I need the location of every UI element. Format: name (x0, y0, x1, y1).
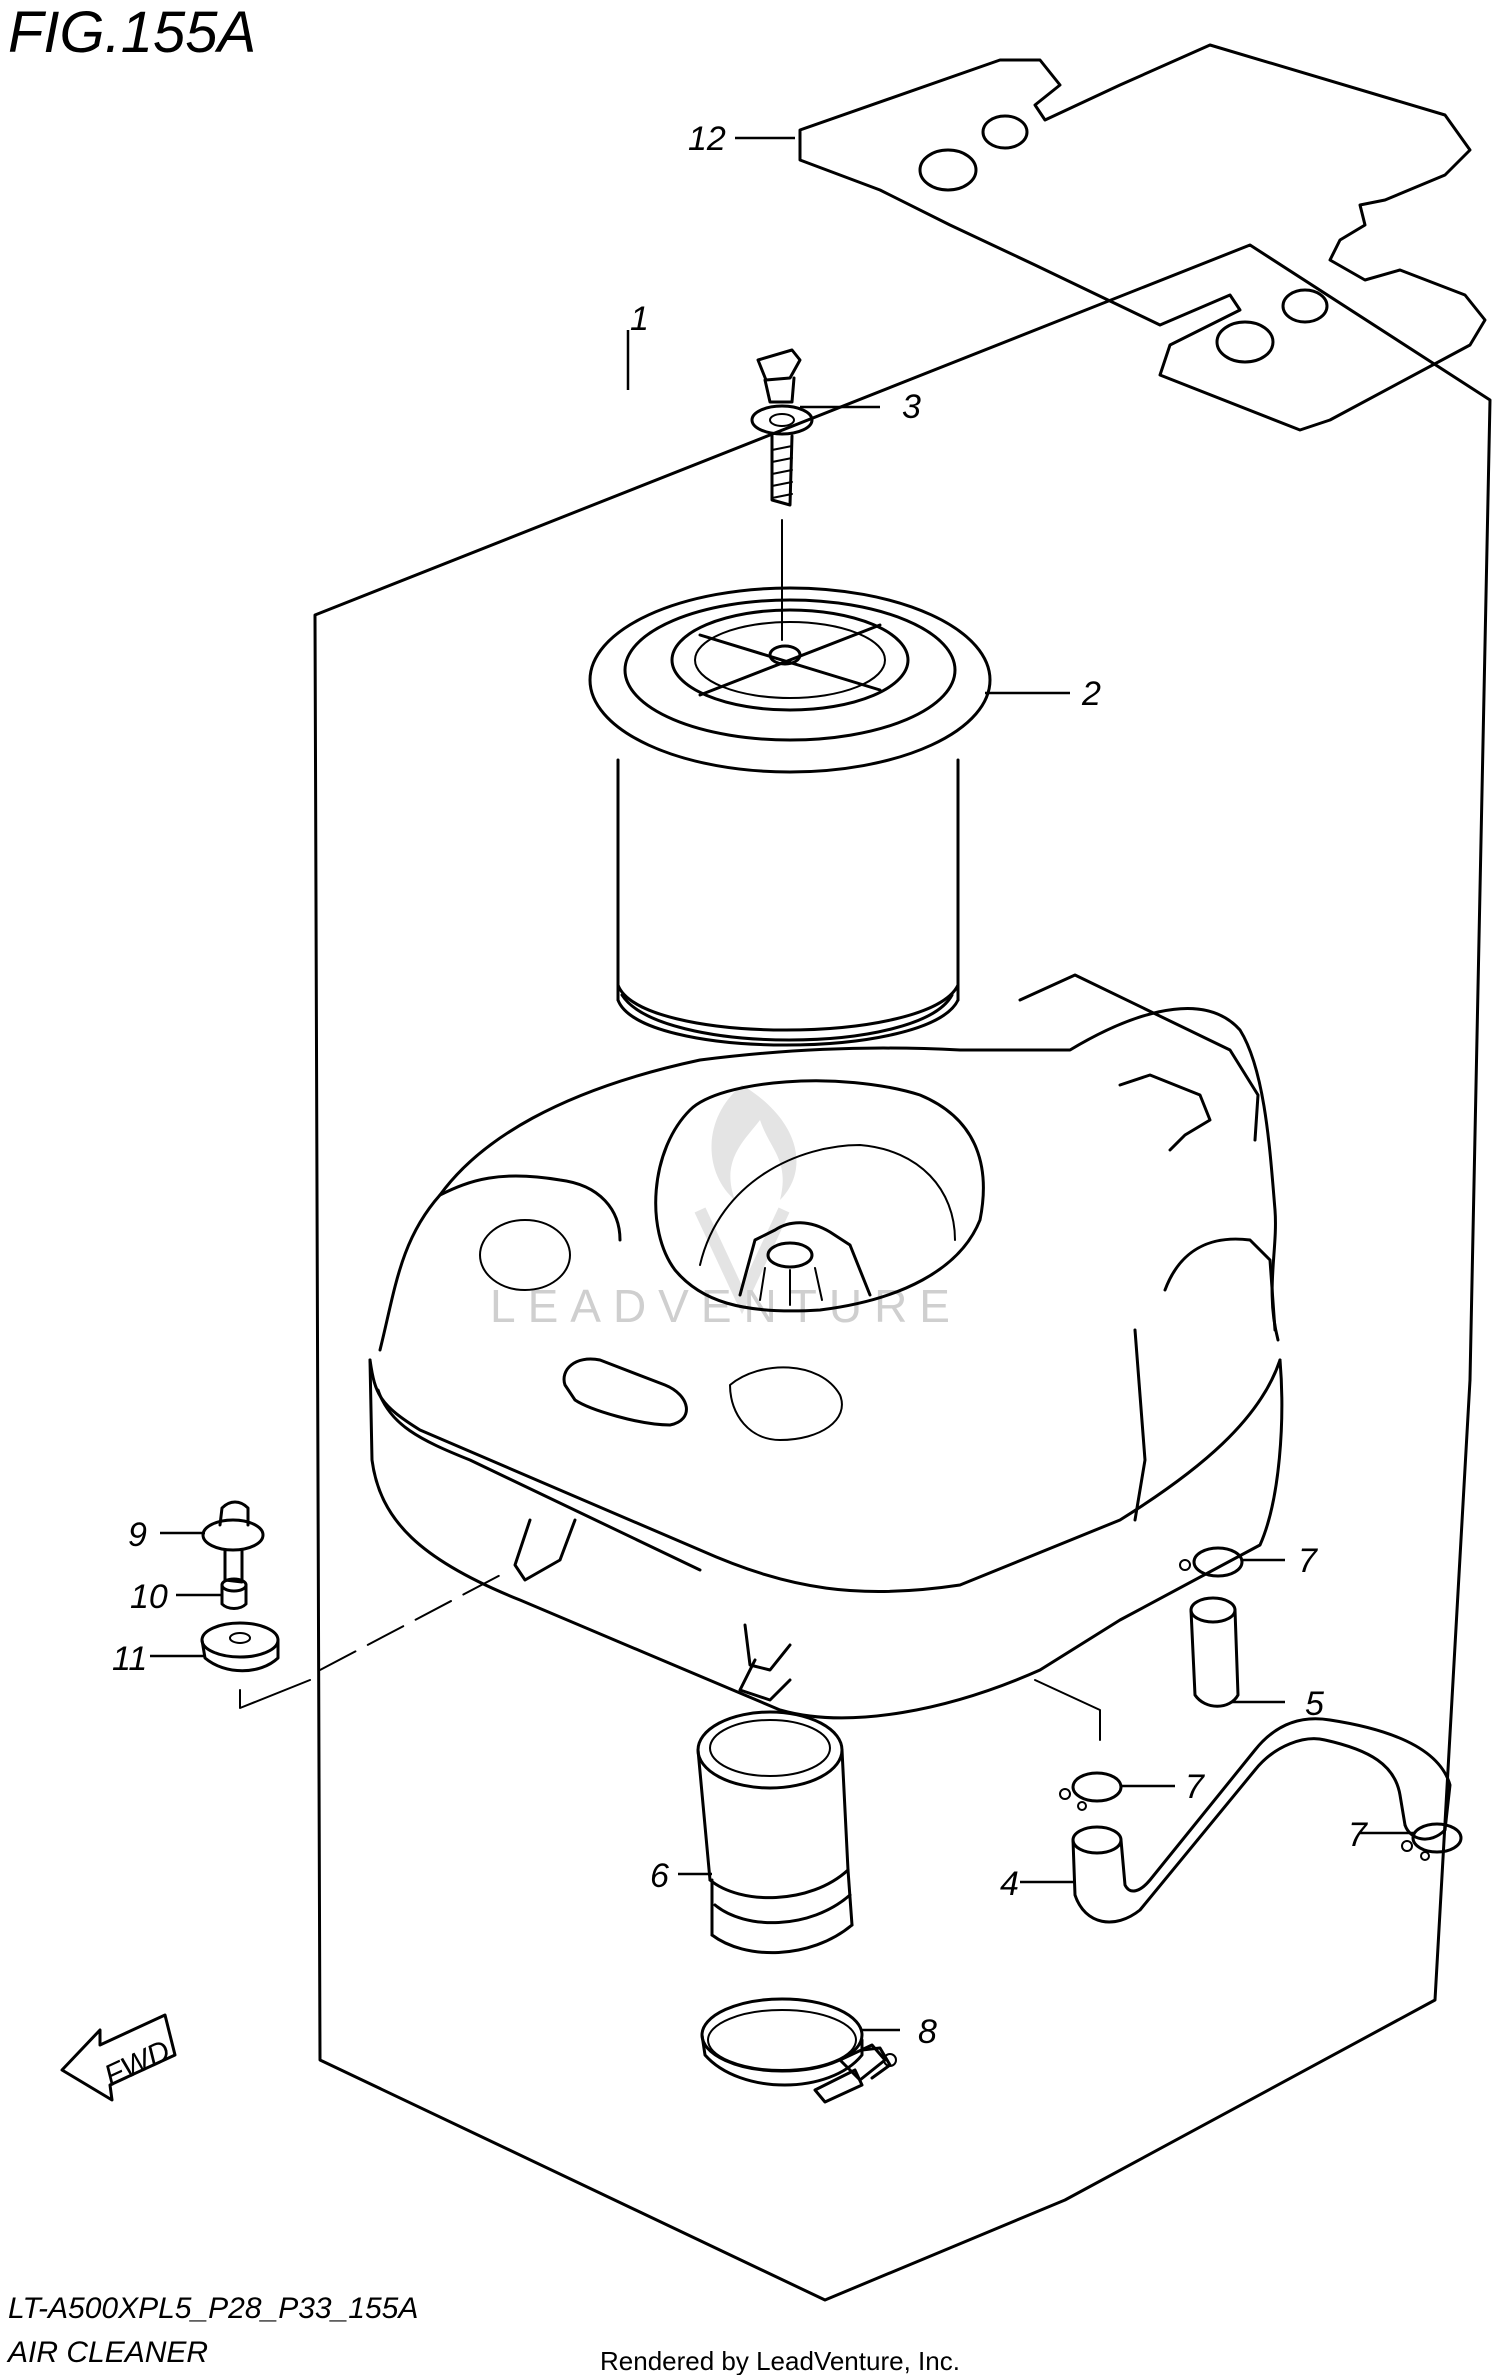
callout-labels: 12 1 3 2 5 7 7 7 4 6 8 9 10 11 (112, 120, 1368, 2051)
ref-line-right (1034, 1679, 1101, 1741)
callout-5: 5 (1305, 1685, 1324, 1723)
part-10-collar (220, 1577, 248, 1610)
figure-title: FIG.155A (8, 0, 256, 65)
callout-7-upper: 7 (1298, 1542, 1318, 1580)
callout-1: 1 (630, 300, 649, 338)
part-7-clip-right (1401, 1822, 1463, 1861)
callout-12: 12 (688, 120, 726, 158)
ref-line-left (239, 1679, 311, 1709)
part-5-hose (1189, 1596, 1240, 1708)
callout-8: 8 (918, 2013, 937, 2051)
watermark: LEADVENTURE (490, 1085, 962, 1332)
model-code: LT-A500XPL5_P28_P33_155A (8, 2292, 418, 2325)
callout-7-right: 7 (1348, 1816, 1368, 1854)
callout-6: 6 (650, 1857, 669, 1895)
part-2-filter-element (588, 586, 992, 1047)
callout-9: 9 (128, 1516, 147, 1554)
callout-4: 4 (1000, 1865, 1019, 1903)
part-8-hose-clamp (700, 1997, 897, 2104)
callout-7-middle: 7 (1185, 1768, 1205, 1806)
fwd-arrow-icon: FWD (60, 2013, 177, 2102)
section-name: AIR CLEANER (6, 2336, 208, 2369)
part-3-wing-bolt (750, 348, 814, 641)
part-4-breather-hose (1071, 1717, 1452, 1924)
part-12-gasket (798, 43, 1487, 432)
part-11-grommet (200, 1621, 280, 1673)
ref-line-case (319, 1569, 511, 1671)
footer-credit: Rendered by LeadVenture, Inc. (600, 2346, 960, 2375)
watermark-text: LEADVENTURE (490, 1280, 962, 1332)
callout-11: 11 (112, 1640, 147, 1678)
callout-10: 10 (130, 1578, 168, 1616)
part-7-clip-middle (1059, 1771, 1123, 1811)
callout-leaders (150, 136, 1415, 2032)
air-cleaner-case (368, 973, 1284, 1720)
callout-2: 2 (1081, 675, 1101, 713)
part-7-clip-upper (1179, 1546, 1244, 1578)
part-9-bolt (201, 1500, 265, 1584)
assembly-outline (313, 243, 1492, 2302)
part-6-intake-duct (696, 1710, 854, 1955)
callout-3: 3 (902, 388, 921, 426)
fwd-label: FWD (99, 2034, 175, 2093)
